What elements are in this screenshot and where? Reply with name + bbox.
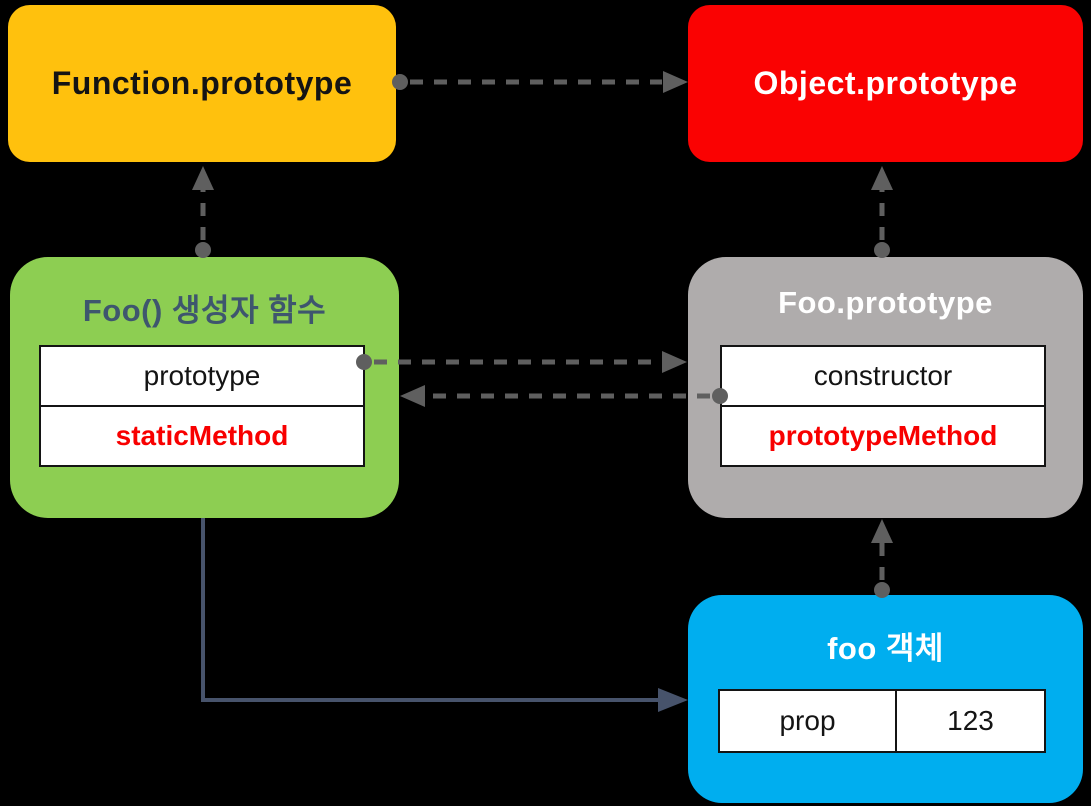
foo-constructor-member-table: prototype staticMethod bbox=[39, 345, 365, 467]
arrow-fooctor-to-fooobj bbox=[201, 518, 688, 712]
foo-object-title: foo 객체 bbox=[827, 631, 944, 666]
foo-prototype-title: Foo.prototype bbox=[778, 285, 993, 320]
arrow-constructor-to-fooctor bbox=[400, 385, 728, 407]
node-foo-constructor: Foo() 생성자 함수 prototype staticMethod bbox=[10, 257, 399, 518]
property-key: prop bbox=[720, 691, 897, 751]
function-prototype-label: Function.prototype bbox=[51, 65, 353, 101]
arrow-fooproto-to-object-prototype bbox=[871, 166, 893, 258]
member-row-static-method: staticMethod bbox=[41, 405, 363, 465]
node-function-prototype: Function.prototype bbox=[8, 5, 396, 162]
member-row-prototype: prototype bbox=[143, 360, 261, 391]
node-foo-prototype: Foo.prototype constructor prototypeMetho… bbox=[688, 257, 1083, 518]
arrow-fooctor-to-function-prototype bbox=[192, 166, 214, 258]
foo-prototype-member-table: constructor prototypeMethod bbox=[720, 345, 1046, 467]
foo-constructor-title: Foo() 생성자 함수 bbox=[82, 293, 327, 328]
object-prototype-label: Object.prototype bbox=[753, 65, 1018, 101]
arrow-fooobj-to-fooproto bbox=[871, 519, 893, 598]
node-object-prototype: Object.prototype bbox=[688, 5, 1083, 162]
property-value: 123 bbox=[947, 705, 994, 736]
node-foo-object: foo 객체 prop 123 bbox=[688, 595, 1083, 803]
member-row-constructor: constructor bbox=[813, 360, 953, 391]
foo-object-property-table: prop 123 bbox=[718, 689, 1046, 753]
arrow-function-to-object-prototype bbox=[392, 71, 688, 93]
member-row-prototype-method: prototypeMethod bbox=[722, 405, 1044, 465]
arrow-prototype-to-fooproto bbox=[356, 351, 687, 373]
